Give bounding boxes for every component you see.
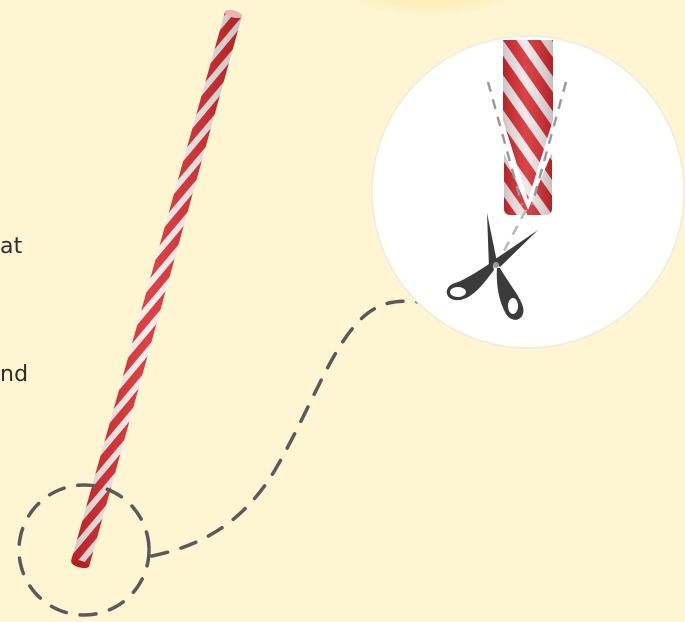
magnifier-circle bbox=[372, 36, 684, 348]
dashed-guide bbox=[152, 301, 420, 556]
straw bbox=[70, 8, 243, 569]
